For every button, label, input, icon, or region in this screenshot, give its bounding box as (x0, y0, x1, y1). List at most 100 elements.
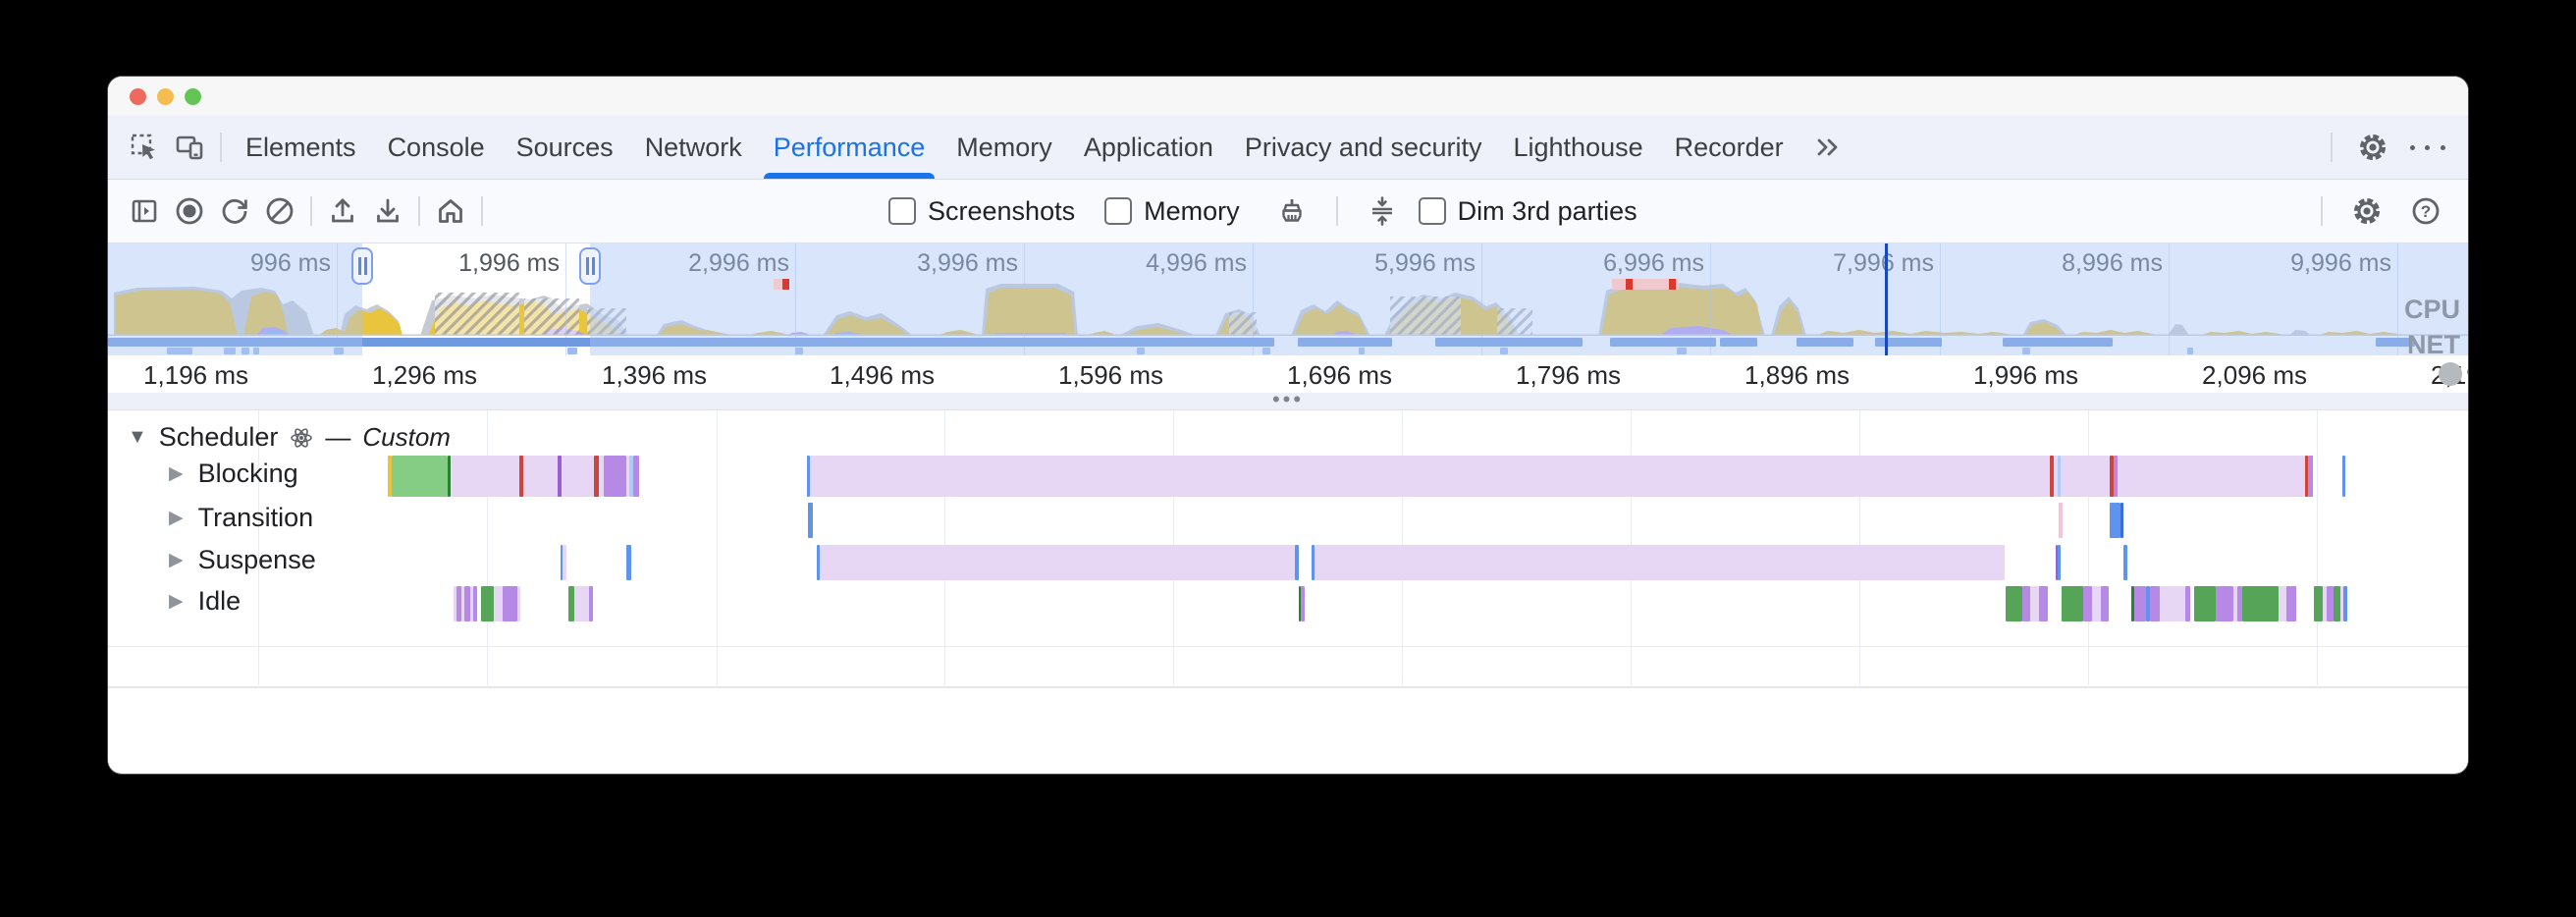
track-row-blocking[interactable]: ▶Blocking (169, 458, 298, 489)
flame-bar[interactable] (494, 586, 503, 621)
expand-triangle-icon[interactable]: ▶ (169, 549, 184, 571)
tab-memory[interactable]: Memory (940, 116, 1068, 179)
record-and-reload-button[interactable] (212, 189, 257, 234)
flame-bar[interactable] (2120, 503, 2123, 538)
capture-settings-button[interactable] (2344, 189, 2389, 234)
flame-bar[interactable] (820, 545, 1295, 580)
flame-bar[interactable] (808, 503, 813, 538)
flame-bar[interactable] (2006, 586, 2022, 621)
help-button[interactable]: ? (2403, 189, 2448, 234)
flame-bar[interactable] (2050, 456, 2054, 497)
flame-bar[interactable] (1295, 545, 1299, 580)
flame-bar[interactable] (2058, 545, 2061, 580)
flame-bar[interactable] (1301, 586, 1305, 621)
timeline-overview[interactable]: CPU NET 996 ms1,996 ms2,996 ms3,996 ms4,… (108, 243, 2468, 355)
flame-bar[interactable] (2194, 586, 2216, 621)
record-button[interactable] (167, 189, 212, 234)
flame-bar[interactable] (2062, 586, 2083, 621)
flame-bar[interactable] (2160, 586, 2185, 621)
flame-bar[interactable] (558, 456, 562, 497)
more-tabs-button[interactable] (1799, 116, 1856, 179)
track-row-idle[interactable]: ▶Idle (169, 586, 241, 617)
devtools-settings-button[interactable] (2350, 125, 2395, 170)
flame-bar[interactable] (2308, 456, 2313, 497)
flame-bar[interactable] (481, 586, 494, 621)
tab-privacy-and-security[interactable]: Privacy and security (1229, 116, 1498, 179)
flame-bar[interactable] (574, 586, 589, 621)
track-row-suspense[interactable]: ▶Suspense (169, 545, 316, 575)
flame-chart-tracks[interactable]: ▼ Scheduler — Custom ▶Blocking ▶Transitio… (108, 410, 2468, 688)
flame-bar[interactable] (473, 586, 477, 621)
flame-bar[interactable] (626, 545, 631, 580)
flame-bar[interactable] (2286, 586, 2296, 621)
flame-bar[interactable] (2343, 586, 2347, 621)
flame-bar[interactable] (2216, 586, 2233, 621)
memory-checkbox[interactable]: Memory (1104, 196, 1240, 227)
minimize-window-button[interactable] (157, 88, 174, 105)
expand-triangle-icon[interactable]: ▶ (169, 462, 184, 485)
expand-triangle-icon[interactable]: ▶ (169, 590, 184, 613)
flame-bar[interactable] (2242, 586, 2279, 621)
flame-bar[interactable] (2334, 586, 2340, 621)
flame-bar[interactable] (604, 456, 626, 497)
flame-bar[interactable] (2059, 503, 2063, 538)
flame-bar[interactable] (2110, 503, 2120, 538)
tab-recorder[interactable]: Recorder (1659, 116, 1799, 179)
collect-garbage-button[interactable] (1269, 189, 1315, 234)
tab-network[interactable]: Network (629, 116, 758, 179)
clear-recording-button[interactable] (257, 189, 302, 234)
playhead-marker[interactable] (1885, 243, 1888, 355)
flame-bar[interactable] (2150, 586, 2160, 621)
flame-bar[interactable] (392, 456, 448, 497)
inspect-element-button[interactable] (122, 125, 167, 170)
tab-console[interactable]: Console (372, 116, 501, 179)
track-row-transition[interactable]: ▶Transition (169, 503, 313, 533)
expand-triangle-icon[interactable]: ▶ (169, 507, 184, 529)
flame-bar[interactable] (2114, 456, 2118, 497)
flame-bar[interactable] (519, 456, 523, 497)
track-header-scheduler[interactable]: ▼ Scheduler — Custom (128, 422, 451, 453)
tab-sources[interactable]: Sources (501, 116, 629, 179)
tab-performance[interactable]: Performance (758, 116, 941, 179)
live-metrics-button[interactable] (428, 189, 473, 234)
close-window-button[interactable] (130, 88, 146, 105)
flame-bar[interactable] (2058, 456, 2061, 497)
flame-bar[interactable] (451, 456, 604, 497)
save-profile-button[interactable] (365, 189, 410, 234)
flame-bar[interactable] (2123, 545, 2127, 580)
load-profile-button[interactable] (320, 189, 365, 234)
flame-bar[interactable] (2279, 586, 2286, 621)
screenshots-checkbox[interactable]: Screenshots (888, 196, 1075, 227)
flame-bar[interactable] (2327, 586, 2334, 621)
tab-lighthouse[interactable]: Lighthouse (1498, 116, 1659, 179)
flame-bar[interactable] (2039, 586, 2048, 621)
flame-bar[interactable] (633, 456, 639, 497)
flame-bar[interactable] (2314, 586, 2323, 621)
flame-bar[interactable] (563, 545, 566, 580)
panel-resize-handle[interactable]: ••• (108, 393, 2468, 410)
dim-3rd-parties-checkbox[interactable]: Dim 3rd parties (1419, 196, 1637, 227)
flame-bar[interactable] (589, 586, 593, 621)
flame-bar[interactable] (2083, 586, 2092, 621)
flame-bar[interactable] (2185, 586, 2190, 621)
selection-handle-left[interactable] (351, 247, 373, 285)
flame-bar[interactable] (810, 456, 2313, 497)
flame-bar[interactable] (2134, 586, 2146, 621)
toggle-device-toolbar-button[interactable] (167, 125, 212, 170)
flame-bar[interactable] (1315, 545, 2005, 580)
scrollbar-thumb[interactable] (2439, 362, 2462, 386)
time-ruler[interactable]: 1,196 ms1,296 ms1,396 ms1,496 ms1,596 ms… (108, 355, 2468, 393)
flame-bar[interactable] (2022, 586, 2030, 621)
toggle-sidebar-button[interactable] (122, 189, 167, 234)
flame-bar[interactable] (2101, 586, 2109, 621)
flame-bar[interactable] (503, 586, 517, 621)
customize-devtools-button[interactable] (2405, 125, 2450, 170)
shrink-tracks-button[interactable] (1360, 189, 1405, 234)
zoom-window-button[interactable] (185, 88, 201, 105)
flame-bar[interactable] (2342, 456, 2345, 497)
tab-application[interactable]: Application (1068, 116, 1229, 179)
tab-elements[interactable]: Elements (230, 116, 372, 179)
flame-bar[interactable] (594, 456, 599, 497)
flame-bar[interactable] (517, 586, 520, 621)
selection-handle-right[interactable] (579, 247, 601, 285)
